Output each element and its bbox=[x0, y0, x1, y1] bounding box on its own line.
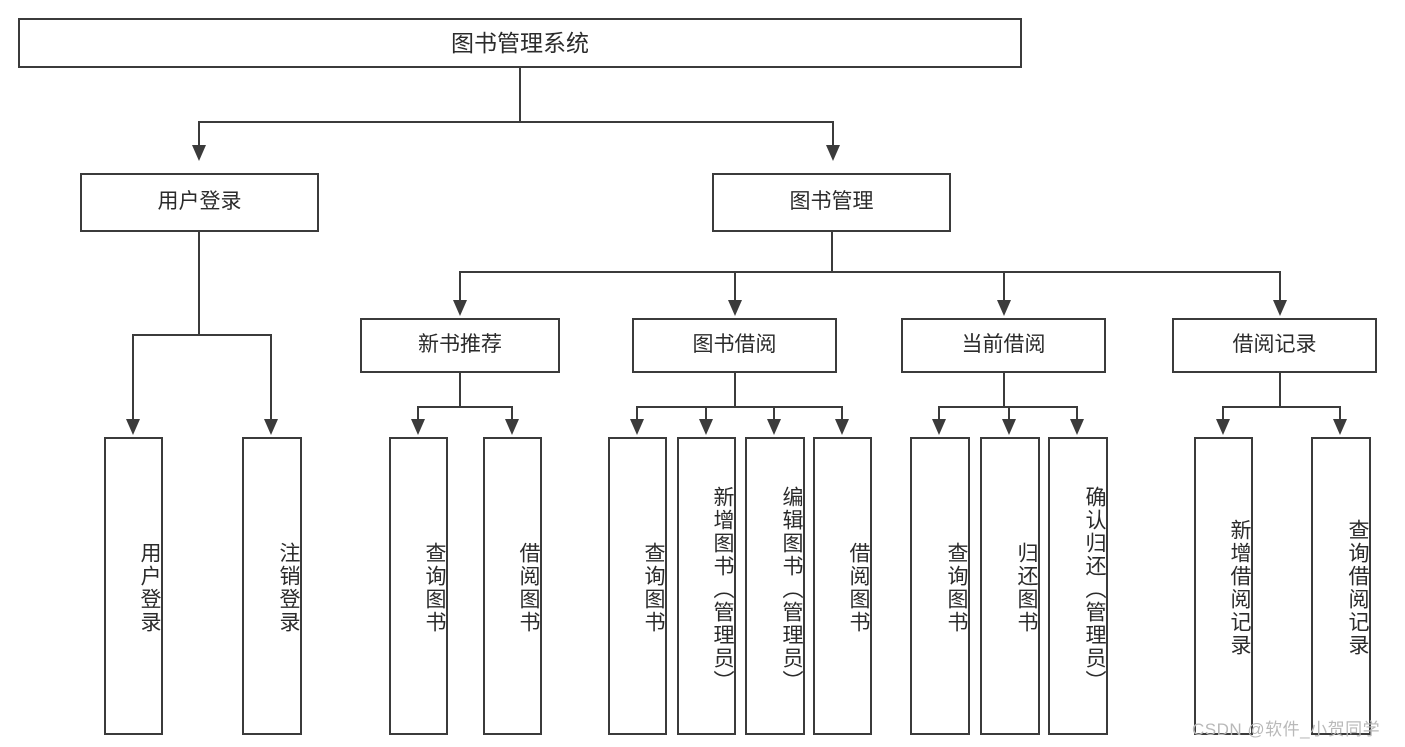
connector-book-mgmt-bus bbox=[459, 271, 1281, 273]
connector-book-borrow-drop-4 bbox=[841, 406, 843, 420]
node-label: 新书推荐 bbox=[418, 333, 502, 357]
node-label: 查询图书 bbox=[642, 542, 665, 634]
arrow-user-login-to-leaf-1 bbox=[126, 419, 140, 435]
connector-new-book-drop-2 bbox=[511, 406, 513, 420]
arrow-new-book-to-leaf-2 bbox=[505, 419, 519, 435]
node-label: 新增图书（管理员） bbox=[711, 485, 734, 693]
arrow-root-to-user-login bbox=[192, 145, 206, 161]
connector-book-borrow-drop-2 bbox=[705, 406, 707, 420]
node-label: 查询图书 bbox=[945, 542, 968, 634]
connector-book-borrow-stem bbox=[734, 373, 736, 407]
arrow-book-borrow-to-leaf-3 bbox=[767, 419, 781, 435]
node-borrow-record[interactable]: 借阅记录 bbox=[1172, 318, 1377, 373]
node-label: 确认归还（管理员） bbox=[1083, 485, 1106, 693]
connector-book-mgmt-drop-2 bbox=[734, 271, 736, 301]
leaf-query-borrow-record[interactable]: 查询借阅记录 bbox=[1311, 437, 1371, 735]
connector-new-book-drop-1 bbox=[417, 406, 419, 420]
node-label: 图书管理系统 bbox=[451, 29, 589, 56]
node-new-book-recommend[interactable]: 新书推荐 bbox=[360, 318, 560, 373]
leaf-add-book-admin[interactable]: 新增图书（管理员） bbox=[677, 437, 736, 735]
connector-book-borrow-drop-3 bbox=[773, 406, 775, 420]
connector-book-mgmt-drop-4 bbox=[1279, 271, 1281, 301]
node-user-login[interactable]: 用户登录 bbox=[80, 173, 319, 232]
arrow-current-borrow-to-leaf-3 bbox=[1070, 419, 1084, 435]
node-label: 注销登录 bbox=[277, 542, 300, 634]
node-current-borrow[interactable]: 当前借阅 bbox=[901, 318, 1106, 373]
node-label: 借阅图书 bbox=[517, 542, 540, 634]
node-label: 查询图书 bbox=[423, 542, 446, 634]
connector-current-borrow-drop-1 bbox=[938, 406, 940, 420]
leaf-add-borrow-record[interactable]: 新增借阅记录 bbox=[1194, 437, 1253, 735]
arrow-book-mgmt-to-borrow-record bbox=[1273, 300, 1287, 316]
connector-root-to-user-login bbox=[198, 121, 200, 147]
arrow-current-borrow-to-leaf-2 bbox=[1002, 419, 1016, 435]
csdn-watermark: CSDN @软件_小贺同学 bbox=[1192, 720, 1381, 739]
leaf-return-book[interactable]: 归还图书 bbox=[980, 437, 1040, 735]
leaf-edit-book-admin[interactable]: 编辑图书（管理员） bbox=[745, 437, 805, 735]
arrow-user-login-to-leaf-2 bbox=[264, 419, 278, 435]
leaf-query-book-current[interactable]: 查询图书 bbox=[910, 437, 970, 735]
connector-current-borrow-drop-3 bbox=[1076, 406, 1078, 420]
arrow-borrow-record-to-leaf-1 bbox=[1216, 419, 1230, 435]
node-label: 编辑图书（管理员） bbox=[780, 485, 803, 693]
connector-book-mgmt-stem bbox=[831, 232, 833, 272]
leaf-user-login[interactable]: 用户登录 bbox=[104, 437, 163, 735]
connector-borrow-record-bus bbox=[1222, 406, 1341, 408]
leaf-borrow-book[interactable]: 借阅图书 bbox=[813, 437, 872, 735]
leaf-logout[interactable]: 注销登录 bbox=[242, 437, 302, 735]
node-book-management[interactable]: 图书管理 bbox=[712, 173, 951, 232]
connector-root-stem bbox=[519, 68, 521, 122]
connector-borrow-record-drop-2 bbox=[1339, 406, 1341, 420]
leaf-borrow-book-newbook[interactable]: 借阅图书 bbox=[483, 437, 542, 735]
leaf-confirm-return-admin[interactable]: 确认归还（管理员） bbox=[1048, 437, 1108, 735]
node-label: 归还图书 bbox=[1015, 542, 1038, 634]
connector-book-mgmt-drop-3 bbox=[1003, 271, 1005, 301]
leaf-query-book-borrow[interactable]: 查询图书 bbox=[608, 437, 667, 735]
node-root-system[interactable]: 图书管理系统 bbox=[18, 18, 1022, 68]
node-label: 图书管理 bbox=[789, 190, 874, 214]
connector-user-login-stem bbox=[198, 232, 200, 336]
arrow-root-to-book-mgmt bbox=[826, 145, 840, 161]
connector-current-borrow-stem bbox=[1003, 373, 1005, 407]
connector-new-book-bus bbox=[417, 406, 512, 408]
node-label: 借阅记录 bbox=[1232, 333, 1317, 357]
arrow-book-mgmt-to-book-borrow bbox=[728, 300, 742, 316]
node-label: 查询借阅记录 bbox=[1346, 519, 1369, 657]
connector-book-borrow-bus bbox=[636, 406, 842, 408]
connector-user-login-drop-2 bbox=[270, 334, 272, 420]
connector-borrow-record-stem bbox=[1279, 373, 1281, 407]
connector-book-mgmt-drop-1 bbox=[459, 271, 461, 301]
arrow-book-borrow-to-leaf-1 bbox=[630, 419, 644, 435]
arrow-book-borrow-to-leaf-2 bbox=[699, 419, 713, 435]
arrow-book-mgmt-to-current-borrow bbox=[997, 300, 1011, 316]
connector-book-borrow-drop-1 bbox=[636, 406, 638, 420]
connector-user-login-bus bbox=[132, 334, 272, 336]
arrow-borrow-record-to-leaf-2 bbox=[1333, 419, 1347, 435]
connector-root-to-book-mgmt bbox=[832, 121, 834, 147]
leaf-query-book-newbook[interactable]: 查询图书 bbox=[389, 437, 448, 735]
arrow-book-borrow-to-leaf-4 bbox=[835, 419, 849, 435]
connector-current-borrow-drop-2 bbox=[1008, 406, 1010, 420]
connector-borrow-record-drop-1 bbox=[1222, 406, 1224, 420]
node-book-borrow[interactable]: 图书借阅 bbox=[632, 318, 837, 373]
arrow-current-borrow-to-leaf-1 bbox=[932, 419, 946, 435]
node-label: 当前借阅 bbox=[961, 333, 1046, 357]
node-label: 用户登录 bbox=[157, 190, 242, 214]
node-label: 新增借阅记录 bbox=[1228, 519, 1251, 657]
connector-user-login-drop-1 bbox=[132, 334, 134, 420]
node-label: 图书借阅 bbox=[692, 333, 777, 357]
node-label: 用户登录 bbox=[138, 542, 161, 634]
connector-root-bus bbox=[198, 121, 834, 123]
node-label: 借阅图书 bbox=[847, 542, 870, 634]
connector-new-book-stem bbox=[459, 373, 461, 407]
arrow-book-mgmt-to-new-book bbox=[453, 300, 467, 316]
arrow-new-book-to-leaf-1 bbox=[411, 419, 425, 435]
